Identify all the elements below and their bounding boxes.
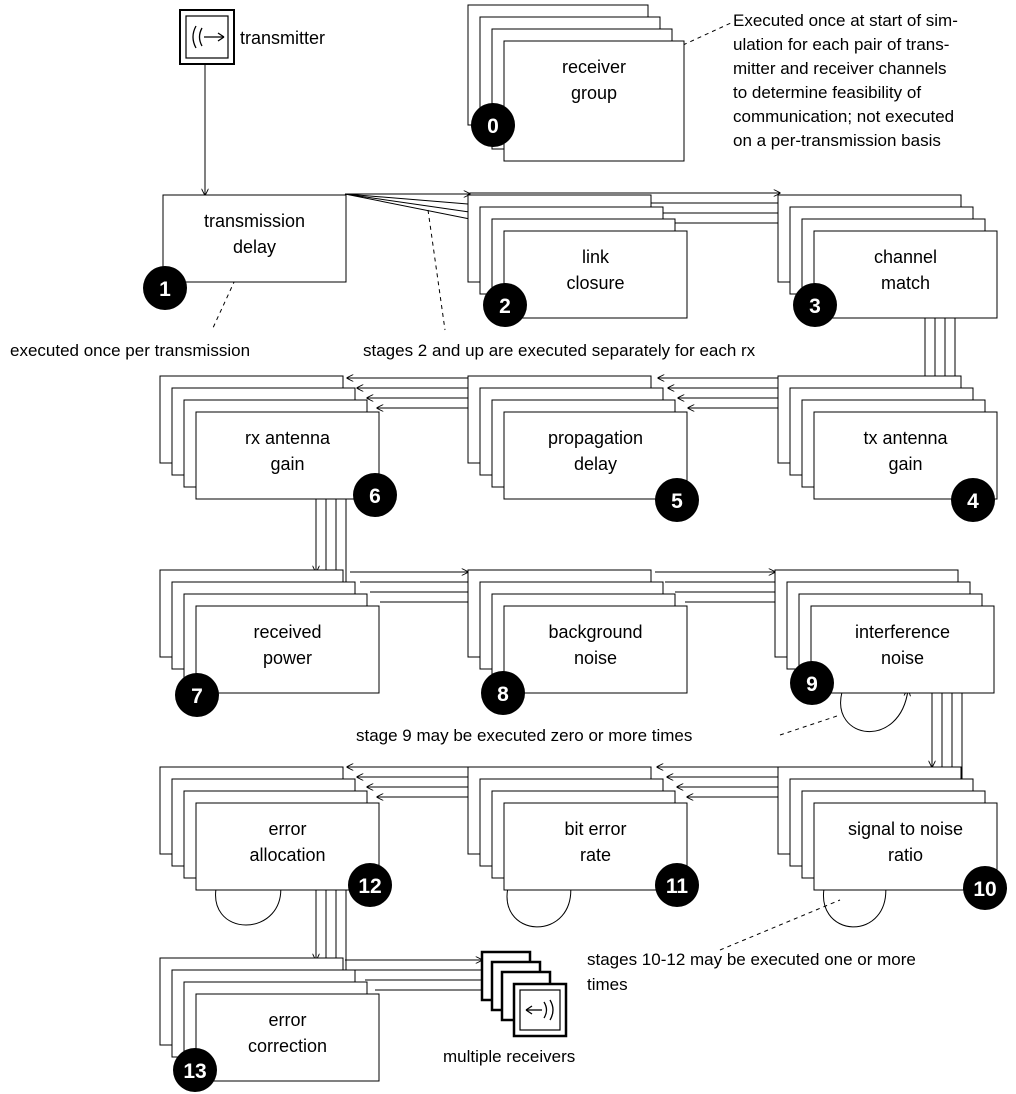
stage-box: [810, 605, 995, 694]
stage-box: [195, 605, 380, 694]
stage-number-badge: [793, 283, 837, 327]
stage-number: 8: [497, 683, 509, 706]
stage-number-badge: [173, 1048, 217, 1092]
stage-box: [813, 230, 998, 319]
stage-number-badge: [175, 673, 219, 717]
stage-box: [813, 802, 998, 891]
stage-number-badge: [481, 671, 525, 715]
self-loops: [216, 690, 908, 928]
stage-box: [195, 411, 380, 500]
stage-box: [195, 802, 380, 891]
note-stage0: Executed once at start of sim- ulation f…: [733, 11, 963, 150]
stage-number: 5: [671, 490, 683, 513]
stage-number: 1: [159, 278, 171, 301]
transmitter-label: transmitter: [240, 28, 325, 48]
arrows-8-9: [655, 572, 805, 602]
stage-number-badge: [655, 863, 699, 907]
stage-number: 11: [666, 875, 689, 898]
stage-number: 4: [967, 490, 979, 513]
arrows-13-receivers: [345, 960, 512, 990]
stage-box: [503, 605, 688, 694]
stage-number-badge: [483, 283, 527, 327]
stage-number: 2: [499, 295, 511, 318]
stage-number: 12: [358, 875, 381, 898]
note-once-per-transmission: executed once per transmission: [10, 341, 250, 360]
stage-number-badge: [348, 863, 392, 907]
stage-number: 13: [183, 1060, 206, 1083]
stage-number: 10: [973, 878, 996, 901]
arrows-10-11: [657, 767, 810, 797]
stage-number-badge: [353, 473, 397, 517]
stage-box: [503, 802, 688, 891]
stage-number: 6: [369, 485, 381, 508]
stage-number: 0: [487, 115, 499, 138]
stage-number-badge: [951, 478, 995, 522]
transmitter-icon: [179, 9, 235, 65]
stage-box: [503, 40, 685, 162]
note-stages-10-12: stages 10-12 may be executed one or more…: [587, 950, 921, 994]
stage-box: [162, 194, 347, 283]
stage-box: [503, 230, 688, 319]
note-leaders: [211, 21, 841, 951]
stage-number-badge: [143, 266, 187, 310]
stage-number: 7: [191, 685, 203, 708]
stage-number-badge: [790, 661, 834, 705]
stage-number-badge: [963, 866, 1007, 910]
note-stage9: stage 9 may be executed zero or more tim…: [356, 726, 692, 745]
stage-number-badge: [655, 478, 699, 522]
multiple-receivers-label: multiple receivers: [443, 1047, 575, 1066]
note-per-rx: stages 2 and up are executed separately …: [363, 341, 756, 360]
stage-box: [503, 411, 688, 500]
stage-number-badge: [471, 103, 515, 147]
stage-number: 9: [806, 673, 818, 696]
stage-number: 3: [809, 295, 821, 318]
receiver-icon: [480, 950, 568, 1038]
stage-box: [195, 993, 380, 1082]
